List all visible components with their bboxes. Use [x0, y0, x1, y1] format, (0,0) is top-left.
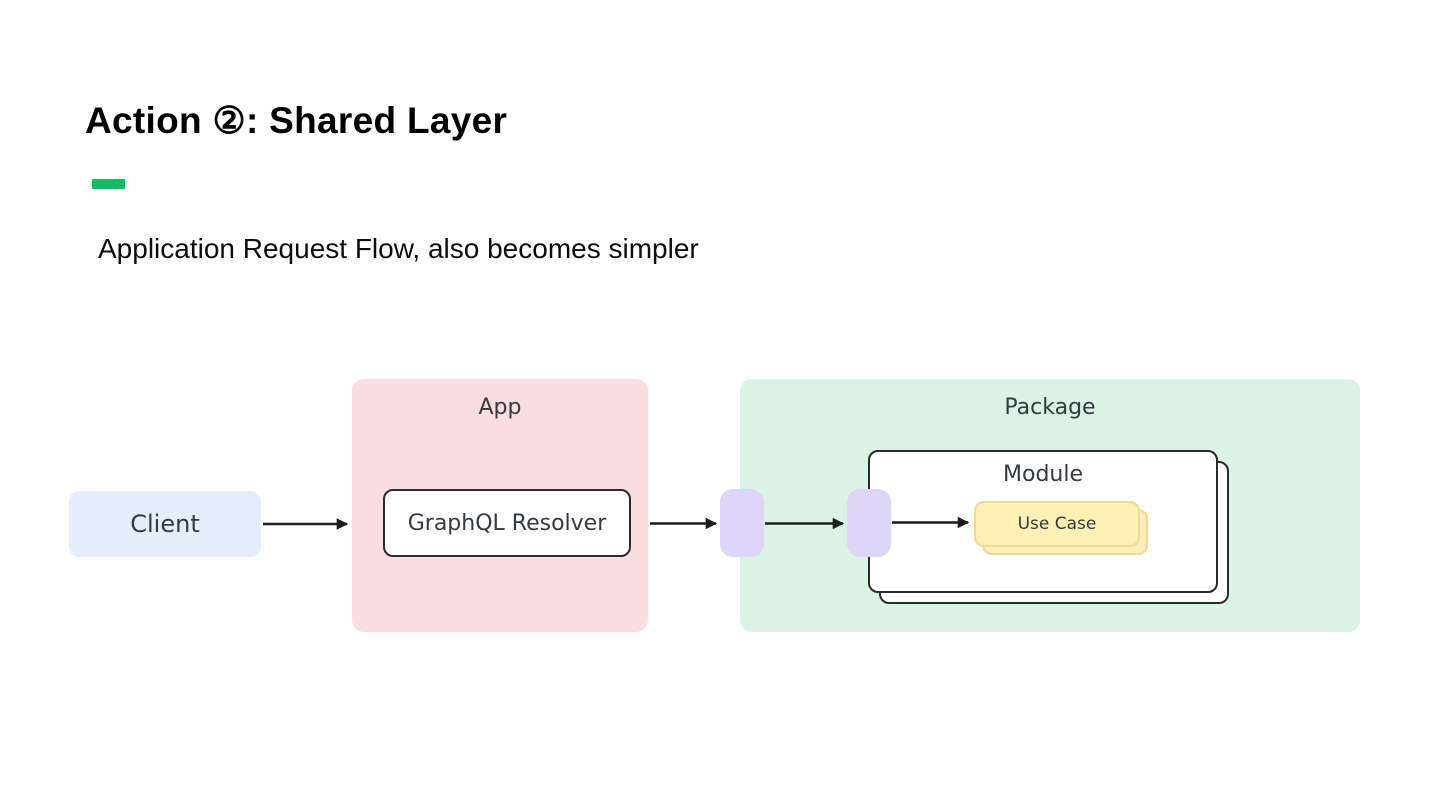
- page-title: Action ②: Shared Layer: [85, 100, 508, 141]
- package-container: Package Module Use Case: [740, 379, 1360, 632]
- graphql-resolver-node: GraphQL Resolver: [383, 489, 631, 557]
- client-node: Client: [69, 491, 261, 557]
- client-label: Client: [130, 510, 200, 538]
- graphql-resolver-label: GraphQL Resolver: [407, 510, 607, 536]
- connector-block-app-package: [720, 489, 764, 557]
- accent-dash: [92, 179, 125, 189]
- module-node: Module Use Case: [868, 450, 1218, 593]
- usecase-label: Use Case: [1017, 514, 1097, 534]
- module-label: Module: [1003, 462, 1083, 487]
- app-label: App: [478, 395, 522, 420]
- usecase-node: Use Case: [974, 501, 1140, 547]
- connector-block-module: [847, 489, 891, 557]
- app-container: App GraphQL Resolver: [352, 379, 648, 632]
- package-label: Package: [1004, 395, 1096, 420]
- subtitle: Application Request Flow, also becomes s…: [98, 233, 699, 264]
